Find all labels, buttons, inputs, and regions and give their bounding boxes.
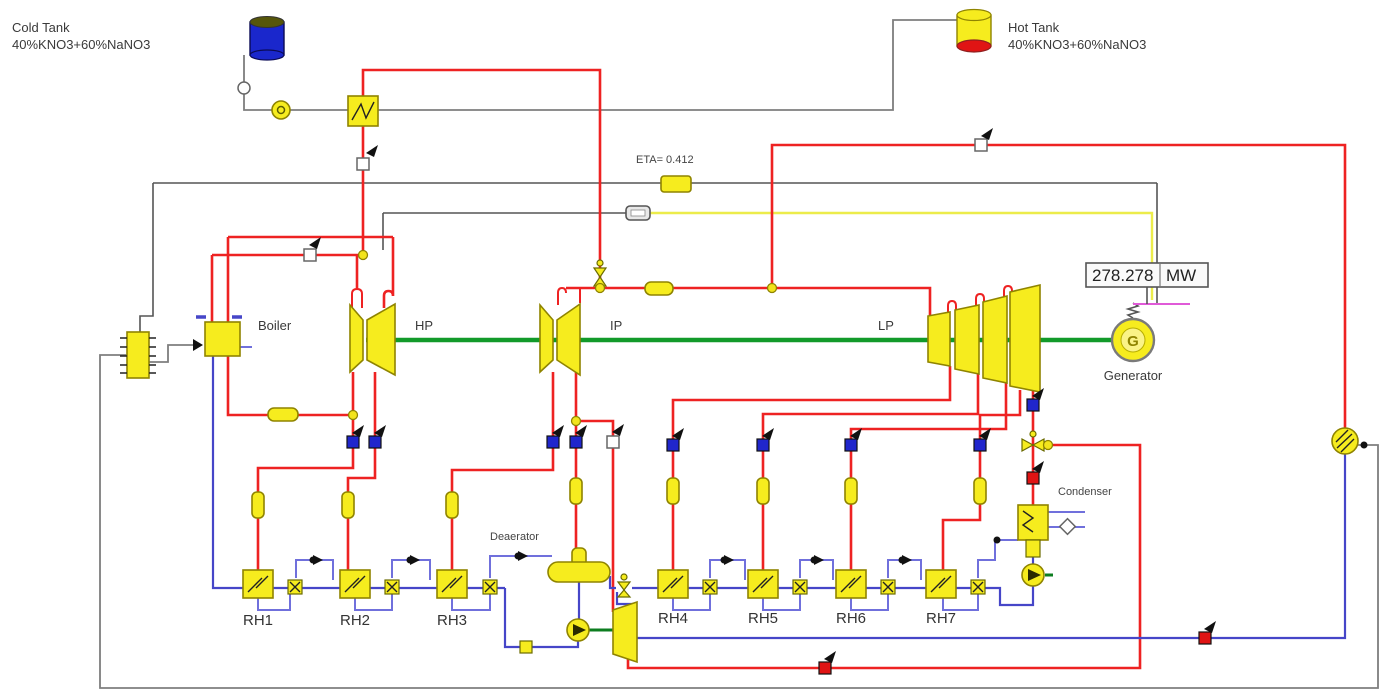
hot-tank[interactable] <box>956 8 992 53</box>
cold-tank[interactable] <box>249 16 285 61</box>
generator[interactable]: G <box>1110 317 1156 363</box>
boiler[interactable] <box>204 321 241 357</box>
makeup-valve[interactable] <box>1058 517 1077 536</box>
junction-nodes <box>347 249 1054 451</box>
electric-heater[interactable] <box>120 331 156 379</box>
heater-rh7[interactable] <box>925 569 957 599</box>
condenser-label: Condenser <box>1058 486 1112 498</box>
condensate-pump[interactable] <box>1021 563 1045 587</box>
rh3-label: RH3 <box>437 612 467 629</box>
generator-label: Generator <box>1104 368 1163 383</box>
steam-pipes[interactable] <box>210 68 1347 670</box>
hot-tank-composition: 40%KNO3+60%NaNO3 <box>1008 37 1146 52</box>
deaerator[interactable] <box>547 547 611 583</box>
heater-rh3[interactable] <box>436 569 468 599</box>
flow-arrow <box>193 339 203 351</box>
mixers[interactable] <box>287 579 986 654</box>
water-pipes[interactable] <box>196 315 1347 649</box>
salt-steam-heat-exchanger[interactable] <box>347 95 379 127</box>
ip-admission-valve <box>592 259 608 287</box>
deaerator-label: Deaerator <box>490 531 539 543</box>
heater-rh2[interactable] <box>339 569 371 599</box>
throttle-valves[interactable] <box>251 281 987 519</box>
eta-readout: ETA= 0.412 <box>636 154 694 166</box>
junction-dot <box>1360 441 1368 449</box>
generator-signal <box>1125 287 1190 319</box>
lp-label: LP <box>878 318 894 333</box>
cold-tank-label: Cold Tank <box>12 20 70 35</box>
heater-rh1[interactable] <box>242 569 274 599</box>
power-readout[interactable]: 278.278 MW <box>1085 262 1209 288</box>
measurement-points[interactable] <box>303 128 1216 675</box>
labels: Cold Tank 40%KNO3+60%NaNO3 Hot Tank 40%K… <box>12 20 1163 629</box>
rh1-label: RH1 <box>243 612 273 629</box>
hp-label: HP <box>415 318 433 333</box>
hp-turbine[interactable] <box>349 302 396 377</box>
heater-rh5[interactable] <box>747 569 779 599</box>
heater-rh4[interactable] <box>657 569 689 599</box>
generator-letter: G <box>1127 333 1139 350</box>
rh7-label: RH7 <box>926 610 956 627</box>
lp-turbine[interactable] <box>927 283 1041 393</box>
boiler-label: Boiler <box>258 318 292 333</box>
salt-valve[interactable] <box>237 81 251 95</box>
power-unit: MW <box>1166 266 1196 285</box>
power-value: 278.278 <box>1092 266 1153 285</box>
salt-pump[interactable] <box>271 100 291 120</box>
bfp-turbine[interactable] <box>612 600 638 664</box>
heater-rh6[interactable] <box>835 569 867 599</box>
salt-pipes[interactable] <box>243 19 957 111</box>
frame-pipes[interactable] <box>99 339 1379 689</box>
rh5-label: RH5 <box>748 610 778 627</box>
rh2-label: RH2 <box>340 612 370 629</box>
efficiency-meter[interactable] <box>660 175 692 193</box>
ip-turbine[interactable] <box>539 302 581 377</box>
signal-meter[interactable] <box>625 205 651 221</box>
boiler-feed-pump[interactable] <box>566 618 590 642</box>
hot-tank-label: Hot Tank <box>1008 20 1060 35</box>
shaft-lines <box>366 337 1112 632</box>
cooling-water-cooler[interactable] <box>1331 427 1359 455</box>
cold-tank-composition: 40%KNO3+60%NaNO3 <box>12 37 150 52</box>
condenser[interactable] <box>1017 504 1049 558</box>
deaerator-drain-valve <box>616 573 632 598</box>
ip-label: IP <box>610 318 622 333</box>
drain-flow-markers <box>309 536 1001 565</box>
rh4-label: RH4 <box>658 610 688 627</box>
rh6-label: RH6 <box>836 610 866 627</box>
